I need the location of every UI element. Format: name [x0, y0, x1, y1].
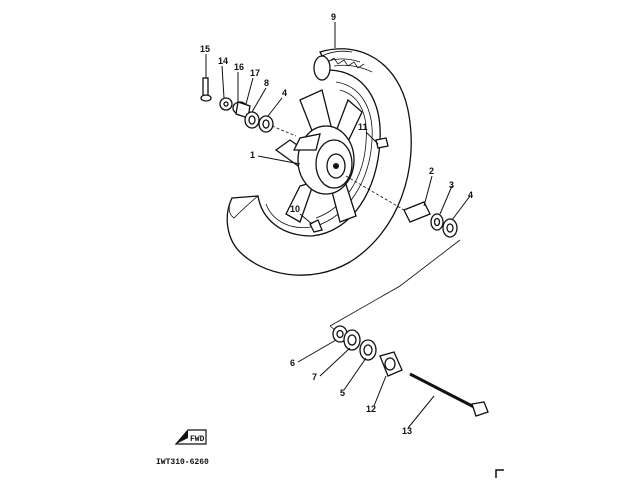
callout-1: 1	[250, 150, 255, 160]
axle-parts	[329, 239, 489, 417]
callout-numbers: 15 14 16 17 8 4 9 1 11 10 2 3 4 6 7 5 12…	[200, 12, 473, 436]
fwd-label: FWD	[190, 435, 205, 444]
callout-7: 7	[312, 372, 317, 382]
valve-parts	[309, 137, 389, 233]
callout-12: 12	[366, 404, 376, 414]
callout-13: 13	[402, 426, 412, 436]
corner-mark-icon	[495, 469, 504, 478]
callout-9: 9	[331, 12, 336, 22]
callout-2: 2	[429, 166, 434, 176]
hub	[292, 125, 355, 195]
callout-10: 10	[290, 204, 300, 214]
callout-16: 16	[234, 62, 244, 72]
leader-lines	[205, 22, 471, 429]
callout-17: 17	[250, 68, 260, 78]
callout-4b: 4	[468, 190, 473, 200]
right-parts	[345, 175, 458, 238]
callout-11: 11	[358, 122, 368, 132]
left-parts	[200, 77, 297, 137]
fwd-arrow-icon: FWD	[174, 429, 207, 445]
callout-4a: 4	[282, 88, 287, 98]
callout-6: 6	[290, 358, 295, 368]
diagram-caption: IWT310-6260	[156, 458, 209, 467]
callout-15: 15	[200, 44, 210, 54]
callout-5: 5	[340, 388, 345, 398]
callout-14: 14	[218, 56, 228, 66]
callout-8: 8	[264, 78, 269, 88]
callout-3: 3	[449, 180, 454, 190]
